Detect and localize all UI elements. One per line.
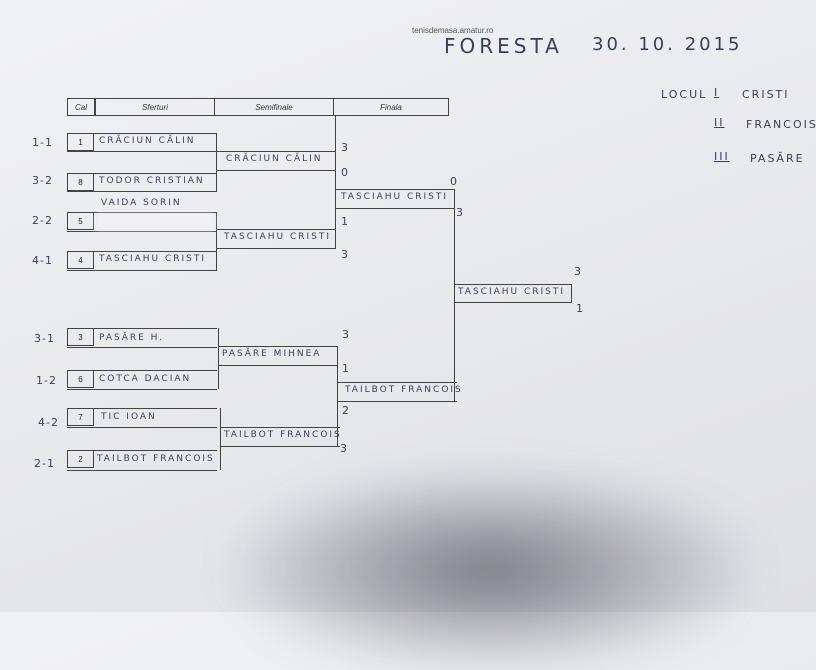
player-name-note: VAIDA SORIN xyxy=(101,198,182,208)
group-label: 4-1 xyxy=(32,254,53,267)
group-label: 3-1 xyxy=(34,332,55,345)
podium-label: LOCUL xyxy=(661,88,708,101)
podium-name: CRISTI xyxy=(742,88,790,101)
semifinal-name: TASCIAHU CRISTI xyxy=(224,232,332,242)
winner-score: 1 xyxy=(576,302,585,315)
group-label: 2-2 xyxy=(32,214,53,227)
semifinal-score: 3 xyxy=(341,141,350,154)
seed-box: 2 xyxy=(67,450,94,468)
semifinal-name: TAILBOT FRANCOIS xyxy=(224,430,342,440)
final-score: 0 xyxy=(450,175,459,188)
semifinal-name: PASĂRE MIHNEA xyxy=(222,349,322,359)
podium-name: FRANCOIS xyxy=(746,118,816,131)
group-label: 1-2 xyxy=(36,374,57,387)
podium-rank: II xyxy=(714,116,725,129)
seed-box: 4 xyxy=(67,251,94,269)
photo-shadow xyxy=(230,470,750,670)
semifinal-score: 2 xyxy=(342,404,351,417)
semifinal-score: 0 xyxy=(341,166,350,179)
podium-rank: I xyxy=(714,86,720,99)
tournament-title: FORESTA xyxy=(444,34,563,58)
final-score: 3 xyxy=(456,206,465,219)
col-header-semifinale: Semifinale xyxy=(214,98,334,116)
semifinal-score: 3 xyxy=(342,328,351,341)
group-label: 3-2 xyxy=(32,174,53,187)
col-header-finala: Finala xyxy=(333,98,449,116)
semifinal-score: 3 xyxy=(340,442,349,455)
redacted-name xyxy=(96,214,214,230)
semifinal-score: 3 xyxy=(341,248,350,261)
player-name: TIC IOAN xyxy=(101,412,157,422)
seed-box: 5 xyxy=(67,212,94,230)
semifinal-score: 1 xyxy=(341,215,350,228)
seed-box: 3 xyxy=(67,328,94,346)
final-name: TASCIAHU CRISTI xyxy=(341,192,449,202)
player-name: TODOR CRISTIAN xyxy=(99,176,205,186)
player-name: PASĂRE H. xyxy=(99,333,165,343)
player-name: TAILBOT FRANCOIS xyxy=(97,454,215,464)
seed-box: 1 xyxy=(67,133,94,151)
group-label: 4-2 xyxy=(38,416,59,429)
winner-name: TASCIAHU CRISTI xyxy=(458,287,566,297)
winner-score: 3 xyxy=(574,265,583,278)
website-label: tenisdemasa.amatur.ro xyxy=(412,26,494,35)
seed-box: 6 xyxy=(67,370,94,388)
podium-rank: III xyxy=(714,150,730,163)
player-name: TASCIAHU CRISTI xyxy=(99,254,207,264)
tournament-date: 30. 10. 2015 xyxy=(592,34,743,55)
seed-box: 8 xyxy=(67,173,94,191)
seed-box: 7 xyxy=(67,408,94,426)
podium-name: PASĂRE xyxy=(750,152,805,165)
semifinal-name: CRĂCIUN CĂLIN xyxy=(226,154,323,164)
col-header-cal: Cal xyxy=(67,98,95,116)
final-name: TAILBOT FRANCOIS xyxy=(345,385,463,395)
player-name: CRĂCIUN CĂLIN xyxy=(99,136,196,146)
semifinal-score: 1 xyxy=(342,362,351,375)
col-header-sferturi: Sferturi xyxy=(95,98,215,116)
player-name: COTCA DACIAN xyxy=(99,374,192,384)
group-label: 1-1 xyxy=(32,136,53,149)
group-label: 2-1 xyxy=(34,457,55,470)
